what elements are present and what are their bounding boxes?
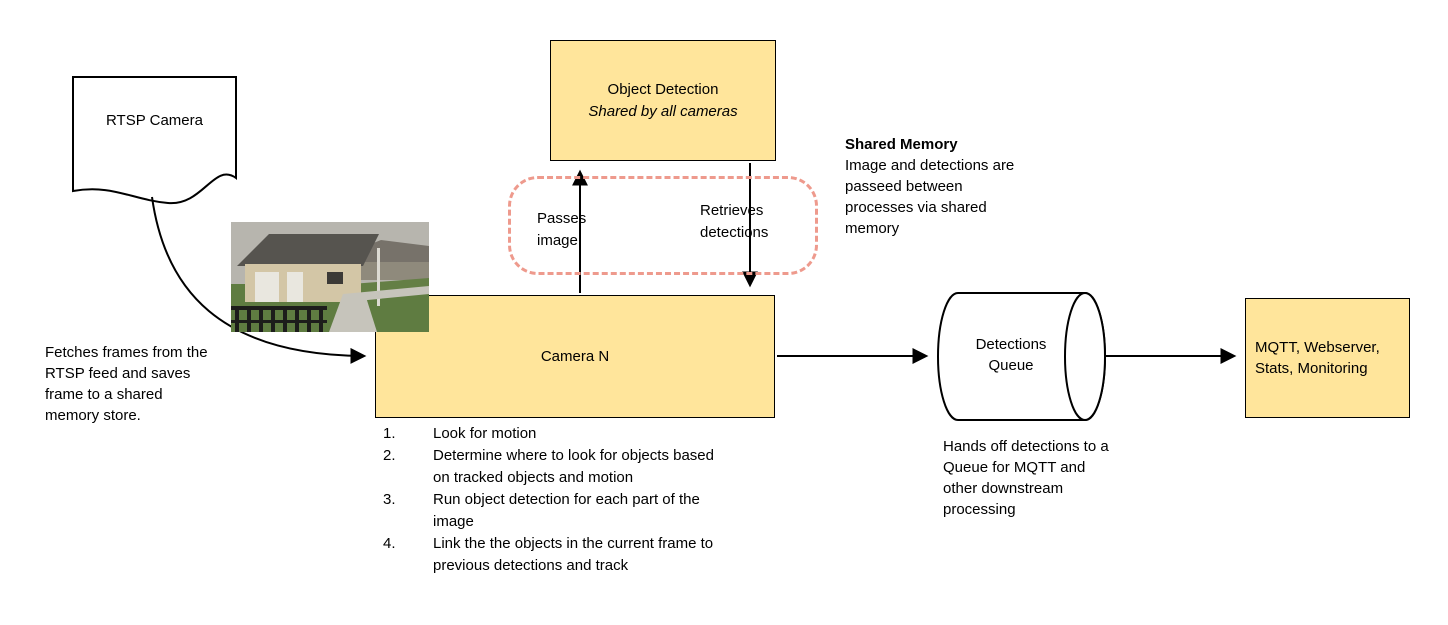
camera-n-node: Camera N <box>375 295 775 418</box>
camera-step: Look for motion <box>383 423 783 445</box>
camera-step: Link the the objects in the current fram… <box>383 533 783 577</box>
arrow-rtsp-to-camera <box>151 196 367 364</box>
camera-step: Determine where to look for objects base… <box>383 445 783 489</box>
shared-memory-note: Shared Memory Image and detections are p… <box>845 134 1027 239</box>
camera-steps-list: Look for motion Determine where to look … <box>383 423 783 577</box>
snapshot-pole <box>377 248 380 306</box>
snapshot-garage-door <box>255 272 279 302</box>
snapshot-roof <box>237 234 379 266</box>
shared-memory-body: Image and detections are passeed between… <box>845 157 1015 237</box>
detections-queue-end-cap <box>1064 292 1106 421</box>
queue-handoff-note: Hands off detections to a Queue for MQTT… <box>943 438 1109 518</box>
snapshot-fence <box>231 306 327 332</box>
detections-queue-label: Detections Queue <box>975 336 1047 374</box>
outputs-label: MQTT, Webserver, Stats, Monitoring <box>1255 339 1380 377</box>
object-detection-title: Object Detection <box>607 80 719 98</box>
snapshot-path <box>343 286 429 302</box>
camera-snapshot <box>231 222 429 332</box>
retrieves-detections-label: Retrieves detections <box>700 202 769 241</box>
snapshot-window <box>327 272 343 284</box>
shared-memory-title: Shared Memory <box>845 136 958 153</box>
shared-memory-boundary <box>508 176 818 275</box>
passes-image-label: Passes image <box>537 210 587 249</box>
camera-snapshot-image <box>231 222 429 332</box>
camera-step-text: Run object detection for each part of th… <box>433 491 700 530</box>
fetch-note: Fetches frames from the RTSP feed and sa… <box>45 344 208 424</box>
camera-n-label: Camera N <box>540 348 610 365</box>
snapshot-sidewalk <box>329 294 377 332</box>
camera-step-text: Determine where to look for objects base… <box>433 447 714 486</box>
camera-step-text: Look for motion <box>433 425 537 442</box>
camera-step-text: Link the the objects in the current fram… <box>433 535 714 574</box>
rtsp-camera-shape <box>72 76 237 205</box>
camera-step: Run object detection for each part of th… <box>383 489 783 533</box>
rtsp-camera-label: RTSP Camera <box>106 112 203 129</box>
outputs-node: MQTT, Webserver, Stats, Monitoring <box>1245 298 1410 418</box>
object-detection-node: Object Detection Shared by all cameras <box>550 40 776 161</box>
object-detection-subtitle: Shared by all cameras <box>588 102 738 120</box>
snapshot-door <box>287 272 303 302</box>
